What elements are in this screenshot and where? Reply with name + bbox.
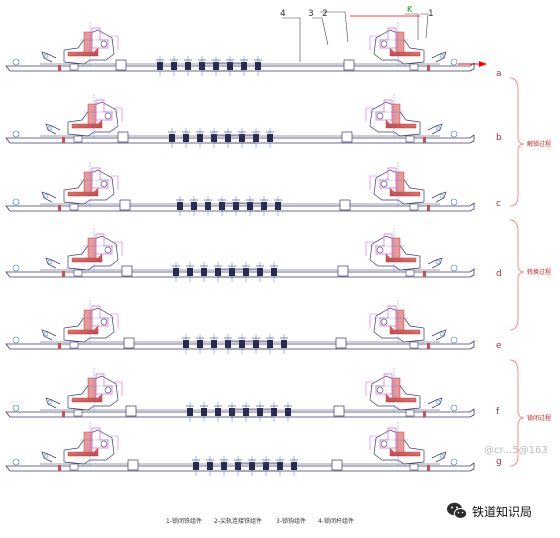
bracket-switch bbox=[509, 219, 525, 331]
brand-badge: 铁道知识局 bbox=[446, 500, 532, 522]
legend-item-4: 4-锁闭杆组件 bbox=[318, 518, 354, 525]
brand-name: 铁道知识局 bbox=[472, 504, 533, 519]
lock-assembly-left bbox=[41, 22, 119, 71]
watermark-text: @cr...5@163 bbox=[484, 445, 548, 456]
legend-caption: 1-锁闭铁组件 2-尖轨连接铁组件 3-锁钩组件 4-锁闭杆组件 bbox=[0, 516, 400, 530]
callout-k: K bbox=[407, 5, 413, 14]
lock-assembly-left bbox=[41, 162, 119, 211]
step-letter: g bbox=[496, 457, 502, 467]
phase-label-switch: 转换过程 bbox=[527, 268, 551, 276]
lock-assembly-right bbox=[369, 162, 447, 211]
lock-assembly-left bbox=[45, 228, 123, 277]
mechanism-row: a bbox=[5, 22, 502, 79]
phase-brackets bbox=[509, 77, 525, 467]
callout-4: 4 bbox=[280, 9, 286, 19]
lock-assembly-right bbox=[369, 22, 447, 71]
mechanism-row: d bbox=[5, 228, 502, 282]
step-letter: d bbox=[496, 269, 502, 279]
lock-assembly-left bbox=[41, 422, 119, 471]
callout-3: 3 bbox=[308, 9, 314, 19]
mechanism-row: g bbox=[5, 422, 502, 476]
legend-item-3: 3-锁钩组件 bbox=[276, 518, 306, 525]
lock-assembly-left bbox=[41, 300, 119, 349]
step-letter: e bbox=[496, 341, 502, 351]
bracket-unlock bbox=[509, 77, 525, 207]
step-letter: c bbox=[496, 199, 501, 209]
step-letter: a bbox=[496, 69, 502, 79]
step-letter: b bbox=[496, 133, 502, 143]
mechanism-row: c bbox=[5, 162, 501, 216]
callout-1: 1 bbox=[428, 9, 434, 19]
legend-item-2: 2-尖轨连接铁组件 bbox=[214, 518, 262, 525]
mechanism-row: e bbox=[5, 300, 502, 354]
phase-label-lock: 锁闭过程 bbox=[527, 414, 551, 422]
lock-assembly-right bbox=[369, 300, 447, 349]
lock-assembly-right bbox=[365, 368, 443, 417]
callout-2: 2 bbox=[322, 9, 328, 19]
lock-assembly-right bbox=[365, 94, 443, 143]
lock-assembly-right bbox=[369, 422, 447, 471]
step-letter: f bbox=[496, 407, 500, 417]
phase-label-unlock: 解锁过程 bbox=[527, 140, 551, 148]
lock-assembly-left bbox=[45, 94, 123, 143]
mechanism-rows: a b c d e f g bbox=[5, 22, 502, 476]
bracket-lock bbox=[509, 359, 525, 467]
lock-assembly-right bbox=[365, 228, 443, 277]
mechanism-row: f bbox=[5, 368, 500, 422]
mechanism-row: b bbox=[5, 94, 502, 148]
lock-assembly-left bbox=[45, 368, 123, 417]
callout-leaders bbox=[282, 11, 429, 62]
legend-item-1: 1-锁闭铁组件 bbox=[166, 518, 202, 525]
wechat-icon bbox=[447, 502, 468, 519]
